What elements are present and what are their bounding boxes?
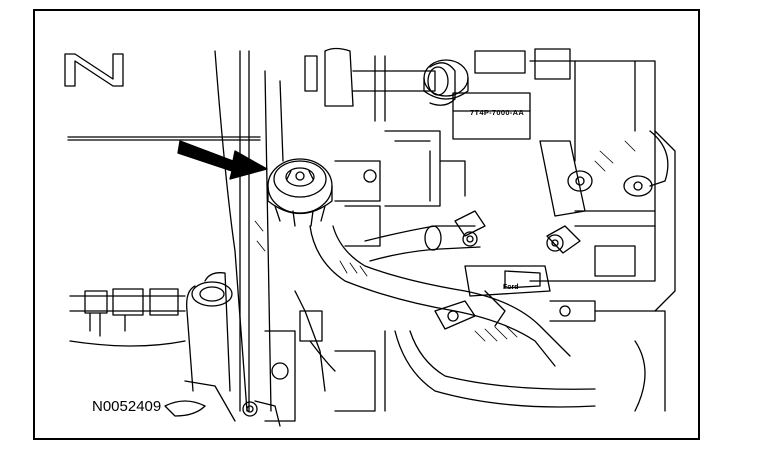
texture-hatching [254, 140, 636, 342]
upper-pipes [304, 47, 456, 122]
right-housing [529, 60, 676, 312]
label-plate [452, 92, 531, 140]
brand-emblem-text: Ford [503, 284, 519, 291]
canister [423, 48, 571, 100]
bolt-cluster [546, 225, 596, 322]
engine-illustration [64, 47, 676, 427]
figure-id-label: N0052409 [92, 398, 162, 415]
left-tubes [214, 50, 284, 412]
lower-components [164, 330, 376, 427]
reference-line [67, 136, 261, 141]
wire-harness [69, 288, 336, 392]
n-letter-shape [64, 53, 124, 87]
part-number-label: 7T4P-7000-AA [470, 108, 525, 117]
emblem-bracket [434, 265, 551, 330]
lower-elbow [186, 272, 666, 412]
fluid-cap [267, 158, 333, 227]
hose [309, 210, 571, 367]
pointer-arrow-icon [177, 140, 268, 180]
figure-frame: 7T4P-7000-AA Ford N0052409 [33, 9, 700, 440]
central-body [334, 130, 466, 247]
